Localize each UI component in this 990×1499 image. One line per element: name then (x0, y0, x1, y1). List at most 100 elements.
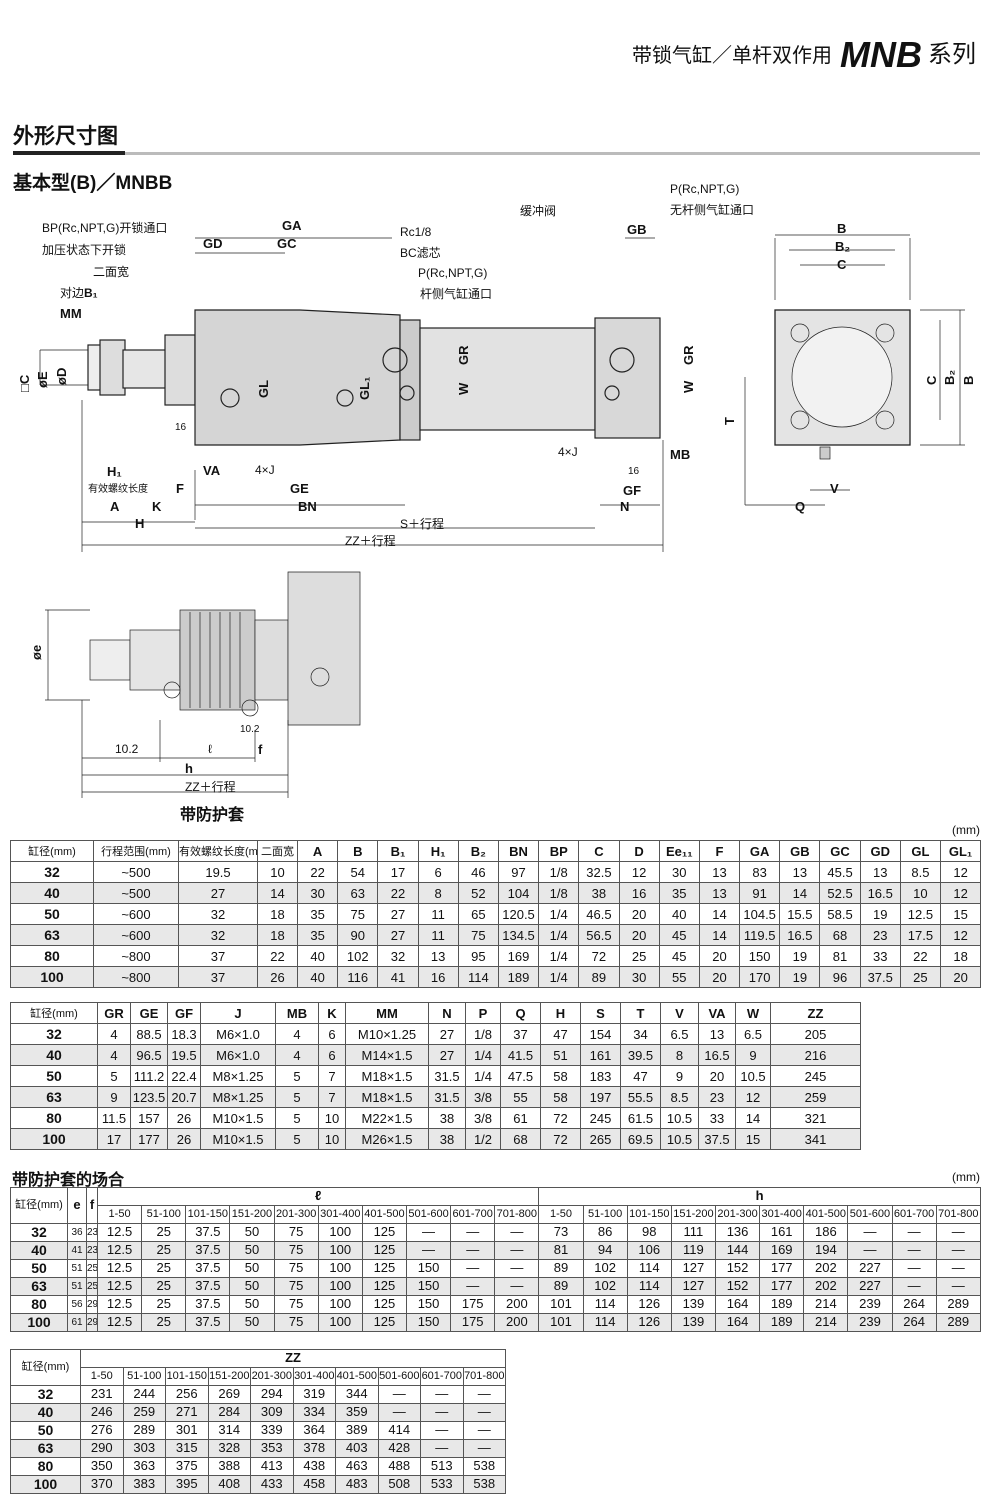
value-cell: 119 (670, 1241, 716, 1260)
value-cell: 319 (292, 1385, 336, 1404)
label-16b: 16 (628, 466, 640, 477)
value-cell: 61 (500, 1107, 541, 1129)
value-cell: ~600 (93, 924, 179, 946)
value-cell: — (847, 1223, 893, 1242)
value-cell: 17.5 (899, 924, 942, 946)
value-cell: 25 (141, 1295, 187, 1314)
value-cell: 31.5 (428, 1065, 466, 1087)
stroke-range-header: 101-150 (165, 1367, 209, 1386)
label-ga: GA (282, 218, 302, 233)
value-cell: 51 (540, 1044, 581, 1066)
value-cell: 161 (580, 1044, 621, 1066)
value-cell: 533 (420, 1475, 464, 1494)
value-cell: 81 (538, 1241, 584, 1260)
column-header: D (618, 840, 660, 862)
value-cell: 19.5 (167, 1044, 201, 1066)
stroke-range-header: 151-200 (229, 1205, 275, 1224)
value-cell: — (494, 1259, 540, 1278)
value-cell: 264 (891, 1313, 937, 1332)
bore-cell: 50 (10, 903, 94, 925)
value-cell: 170 (739, 966, 781, 988)
section-divider (13, 152, 980, 155)
value-cell: 86 (582, 1223, 628, 1242)
value-cell: 414 (377, 1421, 421, 1440)
column-header: Ee₁₁ (658, 840, 700, 862)
column-header: B₁ (377, 840, 419, 862)
value-cell: 7 (318, 1065, 346, 1087)
label-rod-port: 杆侧气缸通口 (420, 287, 493, 301)
value-cell: 52 (457, 882, 499, 904)
value-cell: 15 (735, 1128, 771, 1150)
value-cell: 294 (250, 1385, 294, 1404)
value-cell: — (935, 1223, 981, 1242)
bore-cell: 50 (10, 1065, 98, 1087)
value-cell: 23 (859, 924, 901, 946)
stroke-range-header: 601-700 (420, 1367, 464, 1386)
value-cell: 16.5 (779, 924, 821, 946)
value-cell: 13 (698, 861, 741, 883)
bore-cell: 50 (10, 1421, 81, 1440)
value-cell: 14 (735, 1107, 771, 1129)
stroke-range-header: 401-500 (335, 1367, 379, 1386)
value-cell: 72 (578, 945, 620, 967)
value-cell: 38 (428, 1128, 466, 1150)
value-cell: 14 (698, 924, 741, 946)
value-cell: — (891, 1223, 937, 1242)
value-cell: 139 (670, 1313, 716, 1332)
value-cell: 389 (335, 1421, 379, 1440)
value-cell: 35 (658, 882, 700, 904)
column-header: K (318, 1002, 346, 1024)
value-cell: 18 (257, 924, 298, 946)
value-cell: 56 (67, 1295, 87, 1314)
value-cell: 18.3 (167, 1023, 201, 1045)
dimension-table-1: 缸径(mm)行程范围(mm)有效螺纹长度(mm)二面宽ABB₁H₁B₂BNBPC… (10, 840, 982, 988)
value-cell: 139 (670, 1295, 716, 1314)
value-cell: 13 (779, 861, 821, 883)
value-cell: 33 (698, 1107, 736, 1129)
column-header-bore: 缸径(mm) (10, 1349, 81, 1386)
value-cell: 12.5 (96, 1259, 143, 1278)
stroke-range-header: 101-150 (185, 1205, 231, 1224)
value-cell: 136 (714, 1223, 761, 1242)
value-cell: 175 (450, 1313, 496, 1332)
value-cell: 538 (462, 1475, 507, 1494)
value-cell: 51 (67, 1277, 87, 1296)
column-header: 缸径(mm) (10, 840, 94, 862)
value-cell: 37 (178, 966, 258, 988)
label-gd: GD (203, 236, 223, 251)
label-gf: GF (623, 483, 642, 498)
value-cell: 14 (257, 882, 298, 904)
value-cell: 40 (296, 966, 339, 988)
value-cell: 101 (538, 1313, 584, 1332)
value-cell: 161 (759, 1223, 805, 1242)
stroke-range-header: 1-50 (96, 1205, 143, 1224)
value-cell: 119.5 (739, 924, 781, 946)
value-cell: 403 (335, 1439, 379, 1458)
value-cell: 10.5 (735, 1065, 771, 1087)
value-cell: 12.5 (96, 1295, 143, 1314)
value-cell: 22 (899, 945, 942, 967)
bore-cell: 40 (10, 1241, 68, 1260)
value-cell: 11.5 (97, 1107, 131, 1129)
value-cell: 1/4 (465, 1065, 501, 1087)
value-cell: 68 (500, 1128, 541, 1150)
value-cell: 177 (130, 1128, 168, 1150)
value-cell: 50 (229, 1313, 275, 1332)
value-cell: 46.5 (578, 903, 620, 925)
value-cell: 150 (739, 945, 781, 967)
bore-cell: 100 (10, 1475, 81, 1494)
label-gr2: GR (681, 345, 696, 366)
value-cell: M10×1.5 (200, 1107, 276, 1129)
column-header: N (428, 1002, 466, 1024)
value-cell: 231 (80, 1385, 124, 1404)
value-cell: ~500 (93, 882, 179, 904)
value-cell: 4 (97, 1044, 131, 1066)
value-cell: 25 (899, 966, 942, 988)
value-cell: 16 (618, 882, 660, 904)
bore-cell: 63 (10, 1086, 98, 1108)
